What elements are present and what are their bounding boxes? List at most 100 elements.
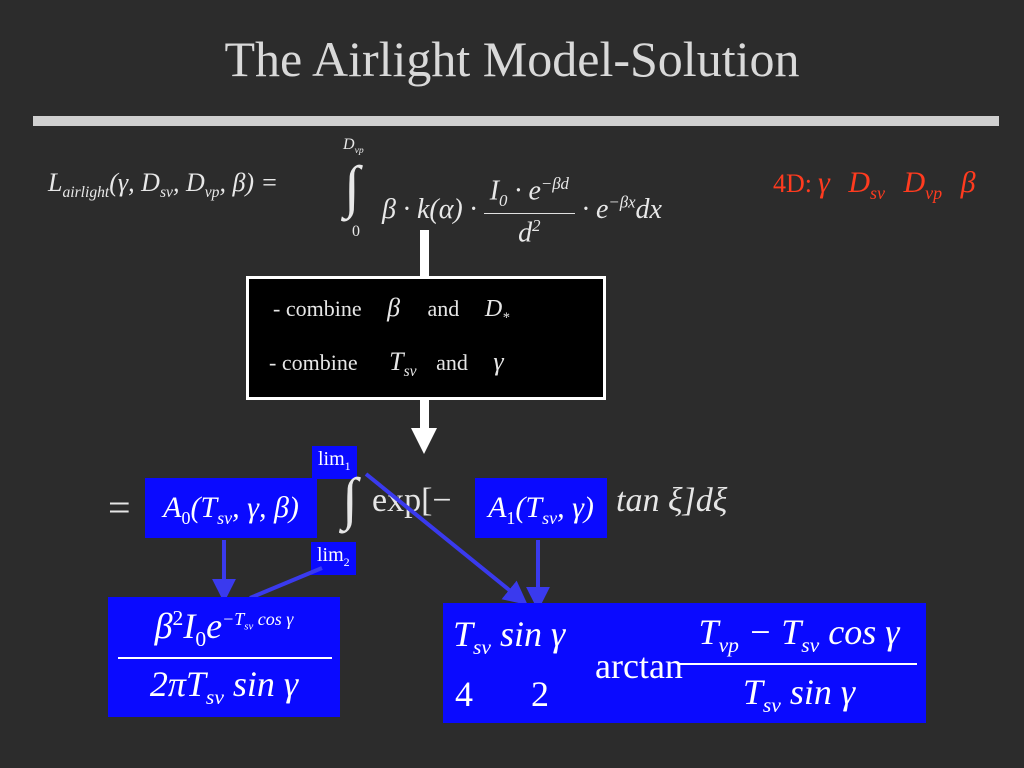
a1-result-box: Tsv sin γ 4 2 arctan Tvp − Tsv cos γ Tsv… — [443, 603, 926, 723]
a1-right-denominator: Tsv sin γ — [679, 671, 919, 718]
dim-gamma: γ — [818, 166, 830, 199]
lhs-end: , β) = — [219, 168, 279, 197]
res-a0-beta-sup: 2 — [172, 606, 184, 630]
integrand-fraction: I0 · e−βd d2 — [483, 174, 575, 249]
integrand-dx: dx — [635, 194, 662, 226]
lhs-sv: sv — [159, 184, 173, 202]
combine-2-var-sub: sv — [403, 363, 417, 381]
integral-upper-limit: Dvp — [343, 136, 364, 156]
res-a1-den-a: 4 — [455, 674, 473, 714]
res-a1-rn-a: T — [698, 612, 719, 652]
a0-fraction-bar — [118, 657, 332, 659]
dim-dsv-sub: sv — [870, 183, 885, 203]
lower-limit-box: lim2 — [311, 542, 356, 575]
lhs-symbol: L — [48, 168, 63, 197]
combine-2-and: and — [436, 350, 468, 375]
arrow-top-shaft — [420, 230, 429, 276]
combine-2-var-symbol: T — [389, 347, 404, 376]
a0-args: (T — [190, 491, 218, 524]
res-a1-rn-rest: cos γ — [819, 612, 900, 652]
combine-1-text: - combine — [273, 296, 362, 321]
a0-args-end: , γ, β) — [232, 491, 299, 524]
res-a1-rn-a-sub: vp — [718, 633, 739, 658]
num-e: · e — [507, 175, 541, 207]
slide-title: The Airlight Model-Solution — [224, 31, 800, 87]
res-a1-arctan: arctan — [595, 646, 683, 686]
lhs-args: (γ, D — [109, 168, 160, 197]
res-a0-den: 2πT — [149, 664, 206, 704]
combine-1-var2-symbol: D — [484, 296, 503, 322]
solution-integral-sign: ∫ — [342, 466, 358, 531]
a1-right-numerator: Tvp − Tsv cos γ — [679, 611, 919, 658]
den-d-sup: 2 — [532, 215, 541, 235]
num-e-sup: −βd — [540, 174, 569, 193]
res-a0-e-sup-sub: sv — [244, 620, 254, 633]
res-a1-rn-b-sub: sv — [801, 633, 820, 658]
a1-args: (T — [515, 491, 543, 524]
den-d: d — [518, 217, 533, 249]
res-a1-rn-mid: − T — [738, 612, 802, 652]
a1-symbol: A — [488, 491, 507, 524]
integrand-left: β · k(α) · — [382, 194, 477, 226]
res-a1-den-b: 2 — [531, 674, 549, 714]
lhs-expression: Lairlight(γ, Dsv, Dvp, β) = — [48, 168, 278, 202]
res-a0-i: I — [183, 606, 196, 646]
lhs-comma: , D — [172, 168, 205, 197]
a0-symbol: A — [163, 491, 182, 524]
res-a0-e-sup-rest: cos γ — [253, 609, 294, 629]
res-a0-den-sub: sv — [205, 685, 224, 710]
lim-lower-sub: 2 — [343, 555, 350, 569]
combine-line-1: - combine β and D* — [273, 293, 509, 327]
lim-lower: lim — [317, 544, 344, 566]
lhs-subscript: airlight — [62, 184, 110, 202]
res-a0-i-sub: 0 — [195, 627, 207, 652]
dim-dvp-sub: vp — [925, 183, 943, 203]
arrow-bottom-head — [411, 428, 437, 454]
combine-box: - combine β and D* - combine Tsv and γ — [246, 276, 606, 400]
res-a1-rd-sub: sv — [762, 693, 781, 718]
fraction-numerator: I0 · e−βd — [483, 174, 575, 214]
fraction-denominator: d2 — [518, 214, 540, 249]
arrow-bottom-shaft — [420, 397, 429, 429]
combine-line-2: - combine Tsv and γ — [269, 347, 504, 381]
integrand-right-sup: −βx — [608, 192, 636, 212]
res-a1-ln-sub: sv — [473, 635, 492, 660]
equals-sign: = — [108, 485, 131, 530]
lhs-vp: vp — [204, 184, 220, 202]
dim-dsv-symbol: D — [848, 166, 870, 199]
title-divider — [33, 116, 999, 126]
res-a0-e-sup-t: −T — [222, 609, 245, 629]
num-i-sub: 0 — [499, 190, 508, 210]
dim-dsv: Dsv — [848, 166, 885, 203]
res-a1-rd-rest: sin γ — [780, 672, 856, 712]
integrand: β · k(α) · I0 · e−βd d2 · e −βxdx — [382, 174, 662, 249]
a1-fraction-bar — [679, 663, 917, 665]
dim-dvp: Dvp — [903, 166, 943, 203]
lim-upper-sub: 1 — [344, 459, 351, 473]
lower-limit-connector — [249, 566, 323, 600]
res-a0-e: e — [206, 606, 223, 646]
a0-result-box: β2I0e−Tsv cos γ 2πTsv sin γ — [108, 597, 340, 717]
a1-sub: 1 — [506, 508, 516, 528]
a0-result-numerator: β2I0e−Tsv cos γ — [118, 605, 330, 652]
dim-dvp-symbol: D — [903, 166, 926, 199]
combine-1-var: β — [387, 293, 401, 322]
upper-limit-box: lim1 — [312, 446, 357, 479]
integral-upper-sub: vp — [354, 145, 364, 157]
a0-box: A0(Tsv, γ, β) — [145, 478, 317, 538]
a1-args-sub: sv — [542, 508, 558, 528]
combine-2-var: Tsv — [389, 347, 416, 380]
res-a0-beta: β — [154, 606, 173, 646]
a0-args-sub: sv — [217, 508, 233, 528]
a1-box: A1(Tsv, γ) — [475, 478, 607, 538]
res-a1-rd-t: T — [742, 672, 763, 712]
res-a1-ln-rest: sin γ — [491, 614, 566, 654]
a1-left-numerator: Tsv sin γ — [453, 613, 565, 660]
combine-2-text: - combine — [269, 350, 358, 375]
a1-args-end: , γ) — [557, 491, 594, 524]
combine-1-var2: D* — [484, 296, 510, 326]
integral-upper: D — [343, 136, 355, 153]
num-i: I — [489, 175, 500, 207]
upper-limit-connector-arrow — [364, 472, 528, 606]
